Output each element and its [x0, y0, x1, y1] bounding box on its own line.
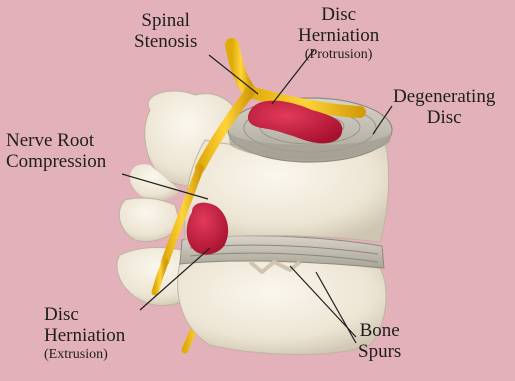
label-nerve-line2: Compression [6, 151, 106, 172]
label-spinal-stenosis-line1: Spinal [134, 10, 197, 31]
label-degenerating-line2: Disc [393, 107, 495, 128]
label-degenerating-line1: Degenerating [393, 86, 495, 107]
label-disc-herniation-protrusion: Disc Herniation (Protrusion) [298, 4, 379, 62]
label-nerve-root-compression: Nerve Root Compression [6, 130, 106, 173]
label-bone-spurs-line1: Bone [358, 320, 401, 341]
label-bone-spurs: Bone Spurs [358, 320, 401, 363]
label-protrusion-note: (Protrusion) [298, 47, 379, 63]
label-nerve-line1: Nerve Root [6, 130, 106, 151]
label-protrusion-line2: Herniation [298, 25, 379, 46]
label-degenerating-disc: Degenerating Disc [393, 86, 495, 129]
label-extrusion-line2: Herniation [44, 325, 125, 346]
label-extrusion-line1: Disc [44, 304, 125, 325]
label-spinal-stenosis: Spinal Stenosis [134, 10, 197, 53]
label-extrusion-note: (Extrusion) [44, 347, 125, 363]
label-protrusion-line1: Disc [298, 4, 379, 25]
label-spinal-stenosis-line2: Stenosis [134, 31, 197, 52]
label-disc-herniation-extrusion: Disc Herniation (Extrusion) [44, 304, 125, 362]
label-bone-spurs-line2: Spurs [358, 341, 401, 362]
